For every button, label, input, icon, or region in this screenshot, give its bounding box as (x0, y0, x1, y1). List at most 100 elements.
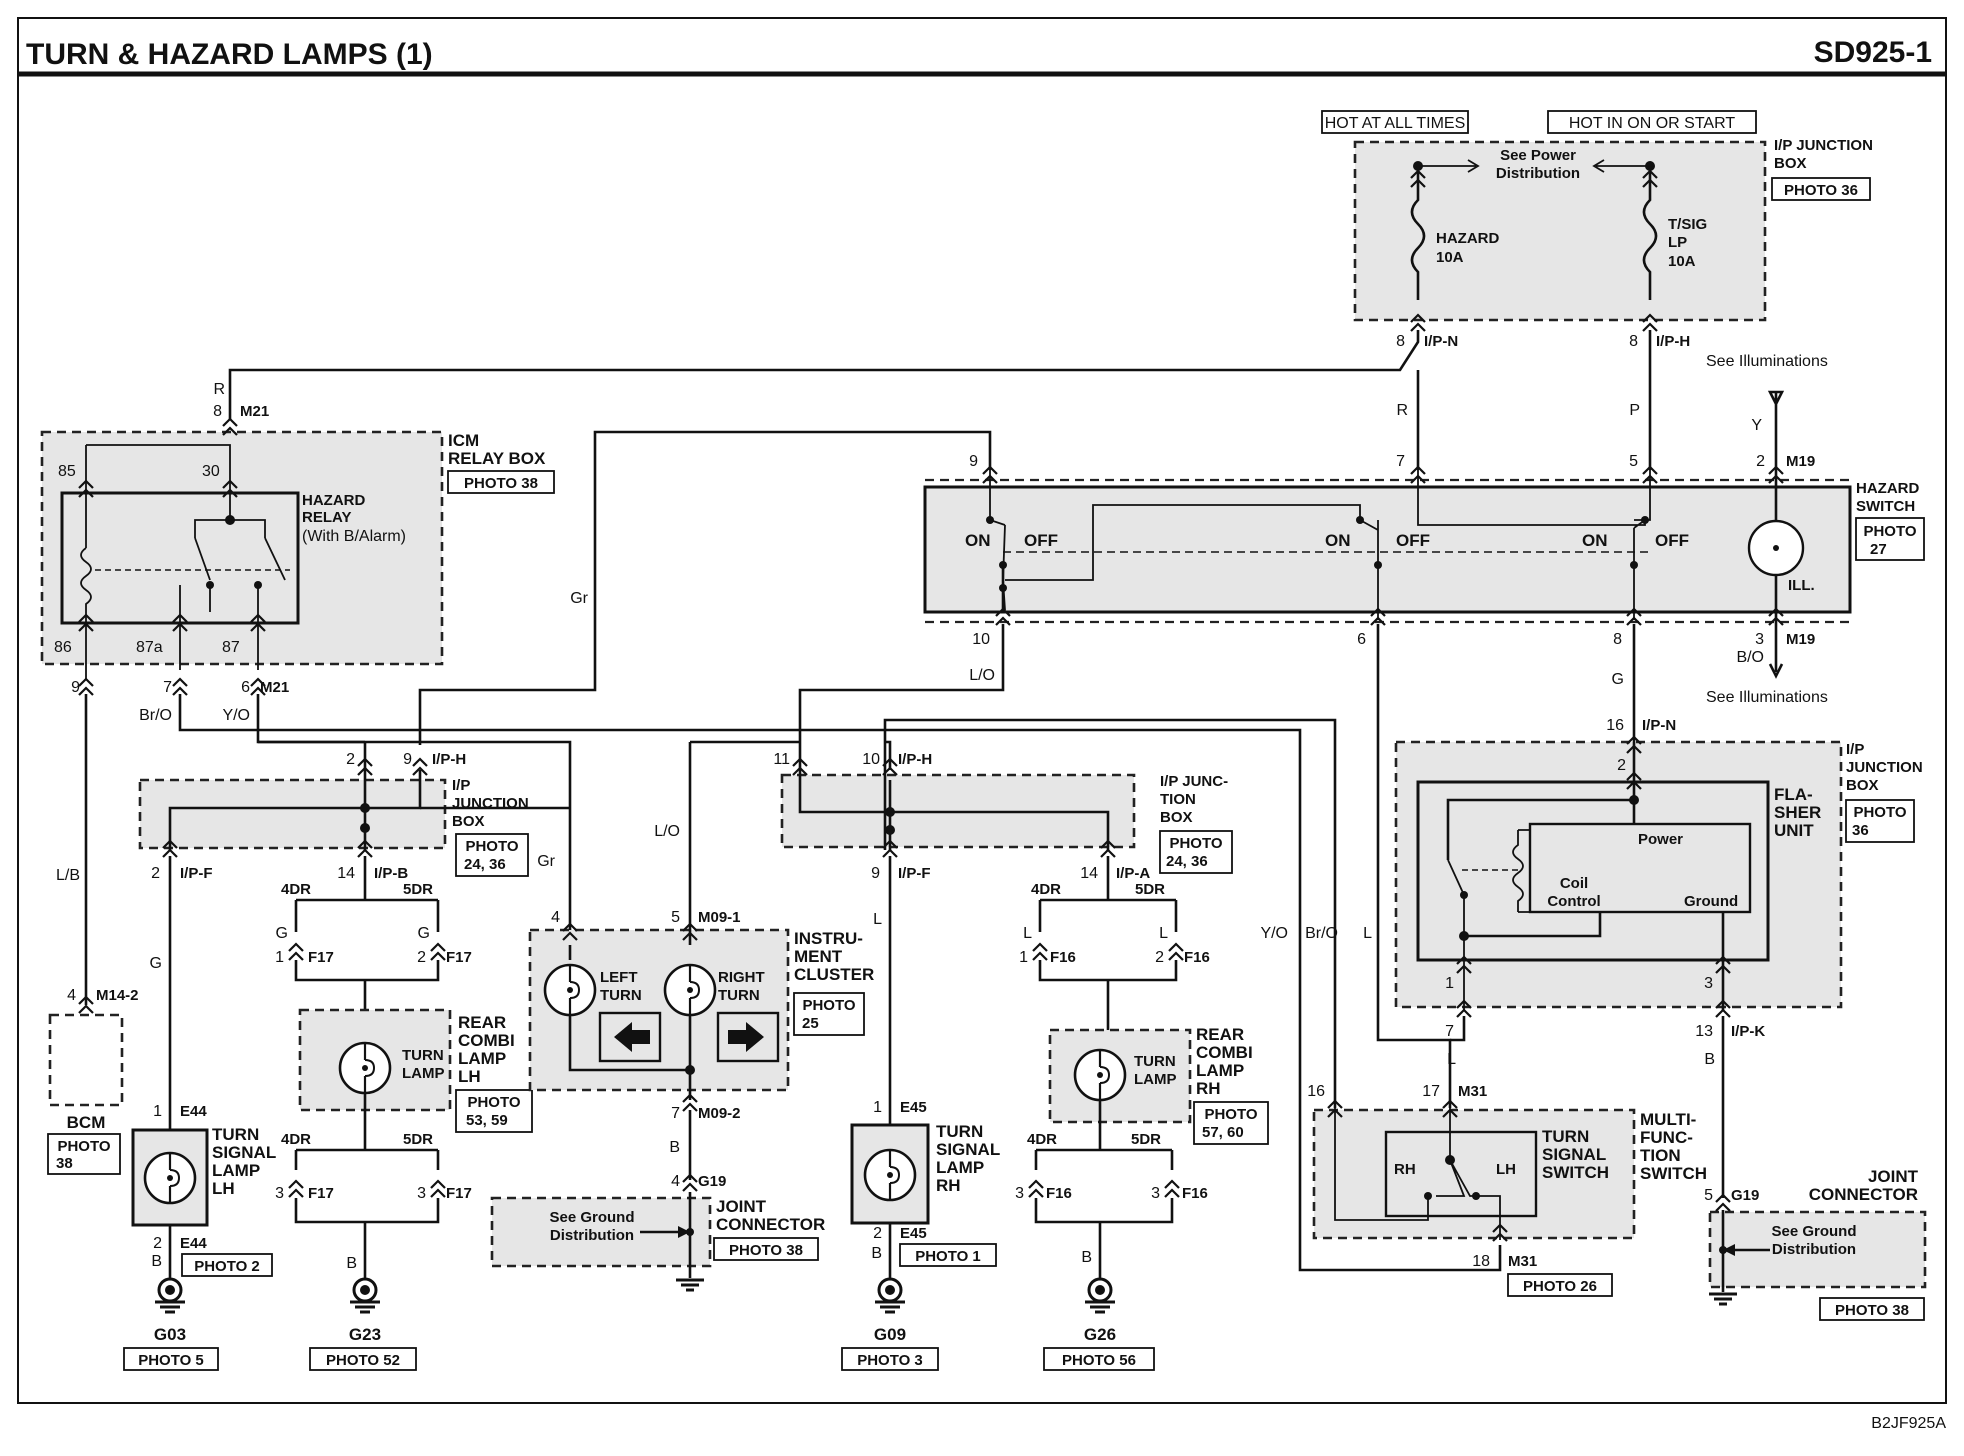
svg-text:LEFT: LEFT (600, 969, 638, 986)
svg-text:87: 87 (222, 639, 240, 656)
svg-text:B: B (151, 1253, 162, 1270)
svg-text:RH: RH (936, 1176, 961, 1195)
svg-text:ON: ON (1325, 531, 1351, 550)
svg-text:30: 30 (202, 463, 220, 480)
svg-text:3: 3 (1704, 975, 1713, 992)
ipn-connector-flasher: I/P-N (1642, 717, 1676, 734)
turn-signal-lamp-rh: TURN SIGNAL LAMP RH PHOTO 1 (850, 1122, 1000, 1314)
svg-text:L: L (1023, 925, 1032, 942)
svg-text:Power: Power (1638, 831, 1683, 848)
svg-text:4DR: 4DR (281, 881, 311, 898)
svg-text:8: 8 (1396, 333, 1405, 350)
svg-text:OFF: OFF (1024, 531, 1058, 550)
svg-text:36: 36 (1852, 822, 1869, 839)
svg-text:38: 38 (56, 1155, 73, 1172)
svg-text:1: 1 (873, 1099, 882, 1116)
see-illuminations-top: See Illuminations (1706, 353, 1828, 370)
svg-text:57, 60: 57, 60 (1202, 1124, 1244, 1141)
svg-text:TURN: TURN (600, 987, 642, 1004)
svg-text:G: G (1612, 671, 1624, 688)
svg-text:See Ground: See Ground (549, 1209, 634, 1226)
svg-text:ILL.: ILL. (1788, 577, 1815, 594)
ground-g23: G23 (349, 1325, 381, 1344)
instrument-cluster: LEFT TURN RIGHT TURN INSTRU- MENT CLUSTE… (420, 740, 874, 1100)
svg-text:5DR: 5DR (1131, 1131, 1161, 1148)
svg-text:P: P (1629, 402, 1640, 419)
svg-text:L/O: L/O (654, 823, 680, 840)
turn-signal-lamp-lh: TURN SIGNAL LAMP LH PHOTO 2 (131, 1125, 276, 1314)
svg-text:Br/O: Br/O (1305, 925, 1338, 942)
icm-relay-box: ICM RELAY BOX PHOTO 38 HAZARD RELAY (Wit… (40, 430, 555, 680)
svg-text:LH: LH (1496, 1161, 1516, 1178)
svg-text:Br/O: Br/O (139, 707, 172, 724)
g19-connector-left: G19 (698, 1173, 726, 1190)
m19-connector-top: M19 (1786, 453, 1815, 470)
tsig-fuse-label: T/SIG (1668, 216, 1707, 233)
svg-text:FLA-: FLA- (1774, 785, 1813, 804)
svg-text:RELAY: RELAY (302, 509, 351, 526)
svg-text:RIGHT: RIGHT (718, 969, 765, 986)
svg-text:11: 11 (773, 751, 790, 768)
svg-text:Coil: Coil (1560, 875, 1588, 892)
svg-text:RH: RH (1196, 1079, 1221, 1098)
svg-text:85: 85 (58, 463, 76, 480)
svg-text:LP: LP (1668, 234, 1687, 251)
svg-text:F16: F16 (1184, 949, 1210, 966)
svg-text:JUNCTION: JUNCTION (1846, 759, 1923, 776)
svg-text:TION: TION (1640, 1146, 1681, 1165)
svg-text:SWITCH: SWITCH (1856, 498, 1915, 515)
svg-text:COMBI: COMBI (458, 1031, 515, 1050)
svg-text:TURN: TURN (1134, 1053, 1176, 1070)
svg-text:See Ground: See Ground (1771, 1223, 1856, 1240)
svg-text:Distribution: Distribution (1496, 165, 1580, 182)
svg-text:PHOTO: PHOTO (57, 1138, 110, 1155)
svg-text:HAZARD: HAZARD (302, 492, 365, 509)
svg-text:F17: F17 (446, 1185, 472, 1202)
svg-text:8: 8 (1613, 631, 1622, 648)
multi-function-switch: RH LH TURN SIGNAL SWITCH MULTI- FUNC- TI… (1312, 1099, 1707, 1243)
g19-connector-right: G19 (1731, 1187, 1759, 1204)
svg-text:F16: F16 (1046, 1185, 1072, 1202)
svg-text:25: 25 (802, 1015, 819, 1032)
svg-text:UNIT: UNIT (1774, 821, 1814, 840)
svg-text:2: 2 (153, 1235, 162, 1252)
svg-text:PHOTO: PHOTO (802, 997, 855, 1014)
svg-text:LAMP: LAMP (1196, 1061, 1244, 1080)
svg-text:2: 2 (151, 865, 160, 882)
svg-text:3: 3 (275, 1185, 284, 1202)
svg-text:5: 5 (671, 909, 680, 926)
rear-combi-lamp-lh: 4DR 5DR G G 1 F17 2 F17 TURN LAMP REAR C… (275, 856, 533, 1314)
svg-text:24, 36: 24, 36 (1166, 853, 1208, 870)
svg-text:3: 3 (417, 1185, 426, 1202)
svg-text:RELAY BOX: RELAY BOX (448, 449, 546, 468)
svg-text:PHOTO: PHOTO (465, 838, 518, 855)
svg-text:10: 10 (972, 631, 990, 648)
svg-text:PHOTO 3: PHOTO 3 (857, 1352, 923, 1369)
svg-text:G: G (150, 955, 162, 972)
diagram-border (17, 17, 1947, 1404)
svg-text:7: 7 (671, 1105, 680, 1122)
svg-text:L/O: L/O (969, 667, 995, 684)
svg-text:1: 1 (275, 949, 284, 966)
svg-text:LH: LH (458, 1067, 481, 1086)
svg-text:E45: E45 (900, 1099, 927, 1116)
hazard-switch: ON OFF ON OFF ON OFF ILL. HAZARD SWITCH … (923, 465, 1925, 640)
svg-text:FUNC-: FUNC- (1640, 1128, 1693, 1147)
svg-text:14: 14 (1080, 865, 1098, 882)
svg-text:PHOTO: PHOTO (1863, 523, 1916, 540)
svg-text:16: 16 (1606, 717, 1624, 734)
svg-text:2: 2 (1756, 453, 1765, 470)
svg-text:TURN: TURN (402, 1047, 444, 1064)
svg-text:OFF: OFF (1655, 531, 1689, 550)
svg-text:I/P JUNCTION: I/P JUNCTION (1774, 137, 1873, 154)
svg-text:PHOTO 1: PHOTO 1 (915, 1248, 981, 1265)
svg-text:BOX: BOX (1160, 809, 1193, 826)
svg-text:Y/O: Y/O (1260, 925, 1288, 942)
svg-text:3: 3 (1151, 1185, 1160, 1202)
svg-text:B/O: B/O (1736, 649, 1764, 666)
svg-text:7: 7 (1445, 1023, 1454, 1040)
m092-connector: M09-2 (698, 1105, 741, 1122)
svg-text:LAMP: LAMP (402, 1065, 445, 1082)
svg-text:E44: E44 (180, 1235, 207, 1252)
svg-text:BOX: BOX (1774, 155, 1807, 172)
